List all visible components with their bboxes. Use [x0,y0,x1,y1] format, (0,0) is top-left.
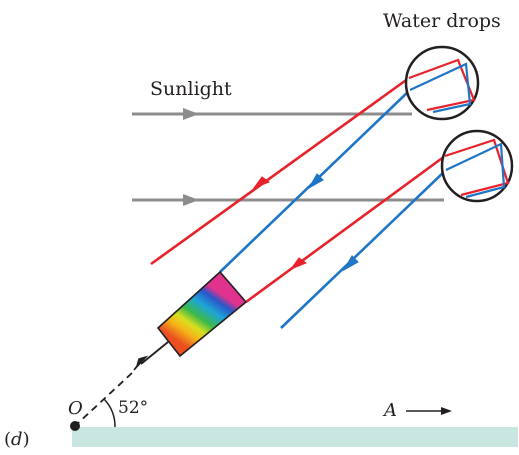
water-drops-label: Water drops [383,10,501,32]
angle-arc [103,398,116,428]
red-ray-1-arrow [252,176,271,190]
panel-label: (d) [4,429,30,450]
blue-ray-2 [280,169,447,329]
observer-ray-arrow [133,355,149,371]
angle-label: 52° [118,398,149,418]
origin-label: O [68,398,83,419]
ground [72,427,518,447]
red-ray-2-arrow [289,257,308,271]
direction-label: A [384,400,397,421]
red-ray-1 [150,76,410,266]
rainbow-spectrum [156,270,248,358]
blue-ray-2-arrow [342,255,359,272]
water-drop-2 [440,129,514,203]
sunlight-label: Sunlight [150,78,232,100]
panel-letter: d [11,429,23,450]
direction-arrowhead [441,407,452,415]
red-ray-2 [245,154,446,304]
sunlight-arrow-2 [183,194,199,206]
observer-ray [140,341,169,365]
sunlight-arrow-1 [183,108,199,120]
observer-point [70,421,80,431]
blue-ray-1-arrow [307,173,324,190]
water-drop-1 [404,45,480,121]
